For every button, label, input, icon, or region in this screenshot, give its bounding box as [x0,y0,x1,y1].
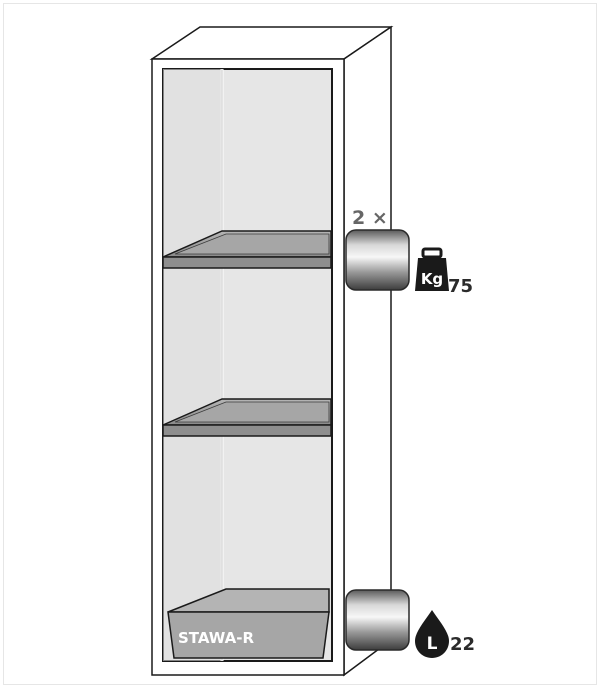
volume-unit-label: L [427,634,438,654]
sump-tray [167,588,330,659]
shelf-load-capacity: 75 [448,276,473,297]
sump-capacity: 22 [450,634,475,655]
shelf-upper [162,230,332,269]
weight-kg-icon [415,247,449,291]
shelf-lower [162,398,332,437]
weight-unit-label: Kg [421,270,443,288]
droplet-liter-icon [415,610,449,658]
sump-cylinder-icon [345,589,410,651]
shelf-cylinder-icon [345,229,410,291]
product-base-label: STAWA-R [178,629,255,647]
shelf-quantity-label: 2 × [352,207,388,229]
cabinet-body [149,25,394,677]
